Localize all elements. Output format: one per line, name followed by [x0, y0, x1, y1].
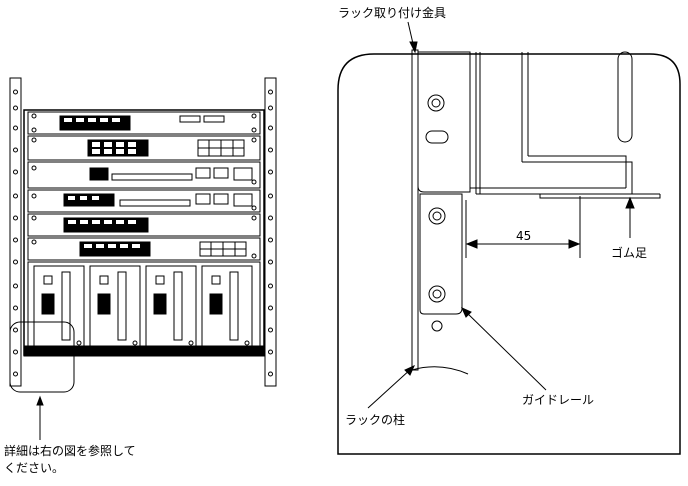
pillar-hole [431, 320, 443, 332]
rail-hole-1 [428, 207, 446, 225]
label-rubber-foot: ゴム足 [611, 246, 648, 260]
label-rack-bracket: ラック取り付け金具 [338, 6, 447, 20]
label-rack-pillar: ラックの柱 [345, 413, 406, 427]
module-row-3 [27, 161, 261, 189]
rail-holes [13, 89, 273, 377]
guide-rail-leader [463, 309, 547, 391]
label-guide-rail: ガイドレール [522, 393, 595, 407]
note-arrow-head [36, 395, 44, 406]
module-row-1 [27, 111, 261, 135]
detail-frame [337, 53, 681, 455]
left-rack-rail [9, 77, 22, 387]
note-line-2: ください。 [4, 461, 65, 475]
label-dimension: 45 [516, 229, 532, 243]
pillar-leader [367, 367, 413, 409]
bracket-slot [425, 130, 449, 144]
detail-view [337, 21, 681, 455]
device-slot [617, 51, 633, 143]
bracket-hole-top [427, 94, 445, 112]
rack-overview [9, 77, 277, 440]
rail-hole-2 [428, 285, 446, 303]
rubber-foot [539, 194, 661, 199]
psu-1 [33, 265, 85, 347]
module-row-6 [27, 237, 261, 261]
module-row-2 [27, 135, 261, 161]
rack-pillar [411, 49, 419, 371]
pillar-break [411, 366, 469, 375]
module-row-5 [27, 213, 261, 237]
right-rack-rail [264, 77, 277, 387]
psu-2 [89, 265, 141, 347]
rack-bracket [417, 51, 471, 193]
guide-rail [419, 193, 463, 315]
detail-callout [9, 321, 75, 393]
psu-3 [145, 265, 197, 347]
power-supply-units [27, 261, 261, 351]
chassis-base [23, 345, 265, 357]
note-line-1: 詳細は右の図を参照して [4, 444, 136, 458]
module-row-4 [27, 189, 261, 213]
psu-4 [201, 265, 253, 347]
